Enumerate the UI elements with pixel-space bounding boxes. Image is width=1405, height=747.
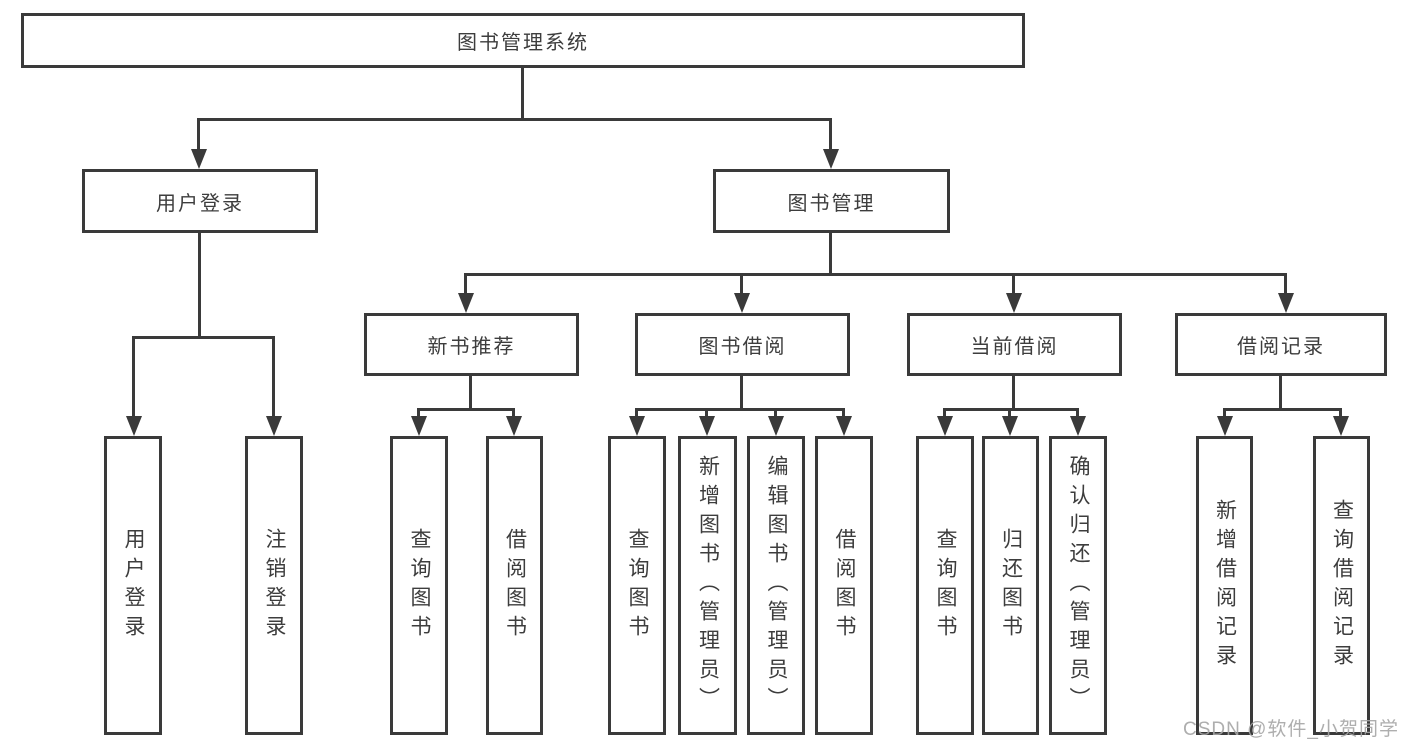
arrow-down-icon: [1333, 416, 1349, 436]
arrow-down-icon: [823, 149, 839, 169]
arrow-down-icon: [266, 416, 282, 436]
arrow-down-icon: [411, 416, 427, 436]
connector-line: [774, 408, 777, 418]
node-user-login: 用户登录: [82, 169, 318, 233]
node-book-management: 图书管理: [713, 169, 950, 233]
connector-line: [829, 233, 832, 273]
arrow-down-icon: [126, 416, 142, 436]
arrow-down-icon: [1006, 293, 1022, 313]
connector-line: [1008, 408, 1011, 418]
connector-line: [132, 336, 135, 418]
connector-line: [198, 233, 201, 336]
leaf-query-books: 查询图书: [916, 436, 974, 735]
arrow-down-icon: [629, 416, 645, 436]
connector-line: [197, 118, 200, 152]
connector-line: [829, 118, 832, 152]
connector-line: [464, 273, 467, 295]
connector-line: [469, 376, 472, 408]
connector-line: [740, 376, 743, 408]
arrow-down-icon: [1002, 416, 1018, 436]
leaf-borrow-books: 借阅图书: [815, 436, 873, 735]
leaf-query-books: 查询图书: [608, 436, 666, 735]
arrow-down-icon: [191, 149, 207, 169]
arrow-down-icon: [1070, 416, 1086, 436]
arrow-down-icon: [768, 416, 784, 436]
connector-line: [521, 68, 524, 118]
arrow-down-icon: [836, 416, 852, 436]
leaf-logout: 注销登录: [245, 436, 303, 735]
connector-line: [417, 408, 515, 411]
leaf-edit-books-admin: 编辑图书（管理员）: [747, 436, 805, 735]
leaf-add-books-admin: 新增图书（管理员）: [678, 436, 737, 735]
node-current-borrowing: 当前借阅: [907, 313, 1122, 376]
node-library-management-system: 图书管理系统: [21, 13, 1025, 68]
connector-line: [464, 273, 1287, 276]
leaf-confirm-return-admin: 确认归还（管理员）: [1049, 436, 1107, 735]
connector-line: [197, 118, 832, 121]
connector-line: [132, 336, 275, 339]
watermark: CSDN @软件_小贺同学: [1183, 719, 1399, 740]
connector-line: [740, 273, 743, 295]
leaf-query-borrow-record: 查询借阅记录: [1313, 436, 1370, 735]
connector-line: [417, 408, 420, 418]
node-book-borrowing: 图书借阅: [635, 313, 850, 376]
connector-line: [1284, 273, 1287, 295]
connector-line: [635, 408, 638, 418]
leaf-query-books: 查询图书: [390, 436, 448, 735]
connector-line: [943, 408, 946, 418]
connector-line: [1076, 408, 1079, 418]
connector-line: [943, 408, 1079, 411]
leaf-add-borrow-record: 新增借阅记录: [1196, 436, 1253, 735]
arrow-down-icon: [1217, 416, 1233, 436]
connector-line: [1012, 376, 1015, 408]
connector-line: [1223, 408, 1226, 418]
connector-line: [705, 408, 708, 418]
arrow-down-icon: [937, 416, 953, 436]
connector-line: [635, 408, 845, 411]
leaf-borrow-books: 借阅图书: [486, 436, 543, 735]
arrow-down-icon: [734, 293, 750, 313]
arrow-down-icon: [458, 293, 474, 313]
leaf-user-login: 用户登录: [104, 436, 162, 735]
connector-line: [512, 408, 515, 418]
connector-line: [842, 408, 845, 418]
connector-line: [272, 336, 275, 418]
connector-line: [1339, 408, 1342, 418]
leaf-return-books: 归还图书: [982, 436, 1039, 735]
arrow-down-icon: [506, 416, 522, 436]
connector-line: [1279, 376, 1282, 408]
node-borrowing-records: 借阅记录: [1175, 313, 1387, 376]
arrow-down-icon: [699, 416, 715, 436]
node-new-book-recommend: 新书推荐: [364, 313, 579, 376]
connector-line: [1012, 273, 1015, 295]
connector-line: [1223, 408, 1342, 411]
arrow-down-icon: [1278, 293, 1294, 313]
